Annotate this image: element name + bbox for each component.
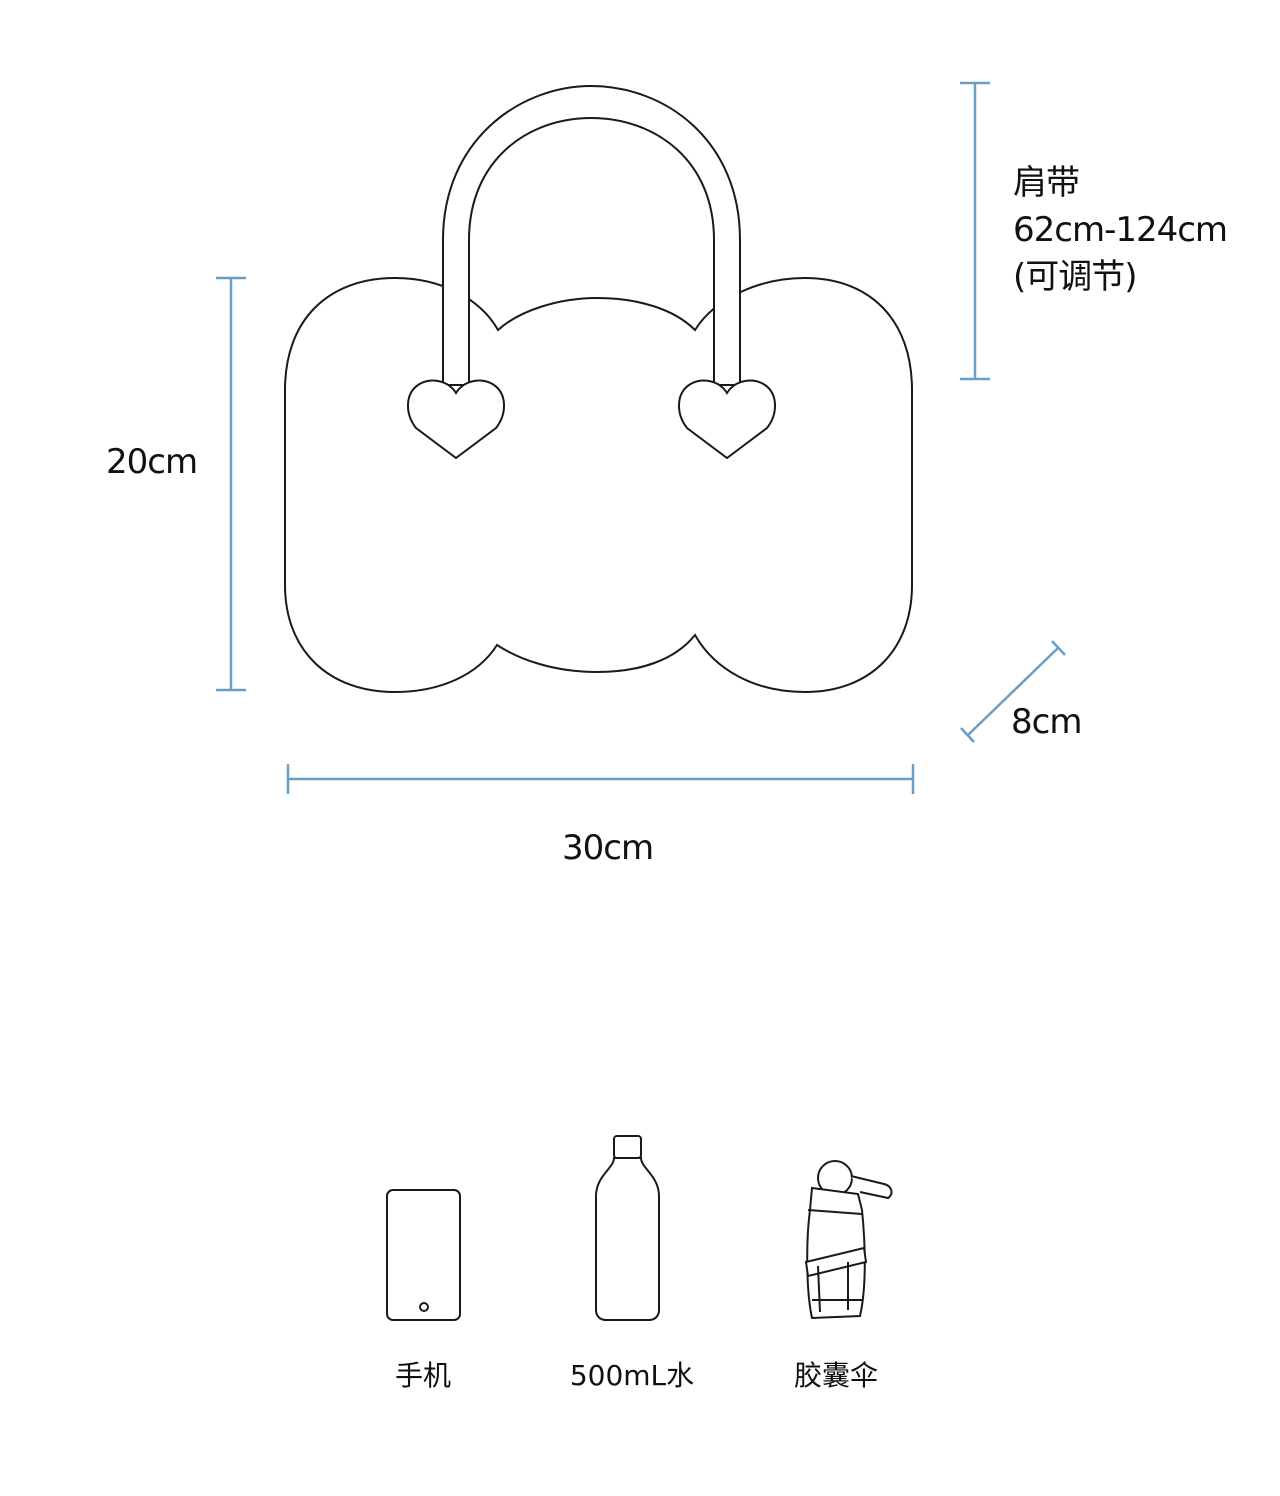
capsule-umbrella-icon: [804, 1160, 893, 1320]
depth-label: 8cm: [1011, 702, 1082, 742]
phone-icon: [386, 1189, 461, 1321]
strap-label: 肩带 62cm-124cm (可调节): [1013, 160, 1228, 301]
water-label: 500mL水: [569, 1359, 695, 1392]
heart-charm-right-icon: [678, 379, 776, 460]
water-bottle-icon: [595, 1135, 660, 1321]
strap-note: (可调节): [1013, 257, 1138, 297]
strap-dimension-line: [960, 81, 990, 381]
depth-dimension-line: [960, 640, 1066, 743]
bag-handle: [442, 84, 741, 386]
height-label: 20cm: [106, 442, 198, 482]
phone-label: 手机: [394, 1359, 452, 1392]
umbrella-label: 胶囊伞: [793, 1359, 879, 1392]
height-dimension-line: [216, 276, 246, 692]
heart-charm-left-icon: [407, 379, 505, 460]
strap-title: 肩带: [1013, 163, 1080, 203]
width-label: 30cm: [562, 828, 654, 868]
strap-range: 62cm-124cm: [1013, 210, 1228, 250]
bag-outline: [284, 276, 913, 694]
width-dimension-line: [286, 764, 915, 794]
